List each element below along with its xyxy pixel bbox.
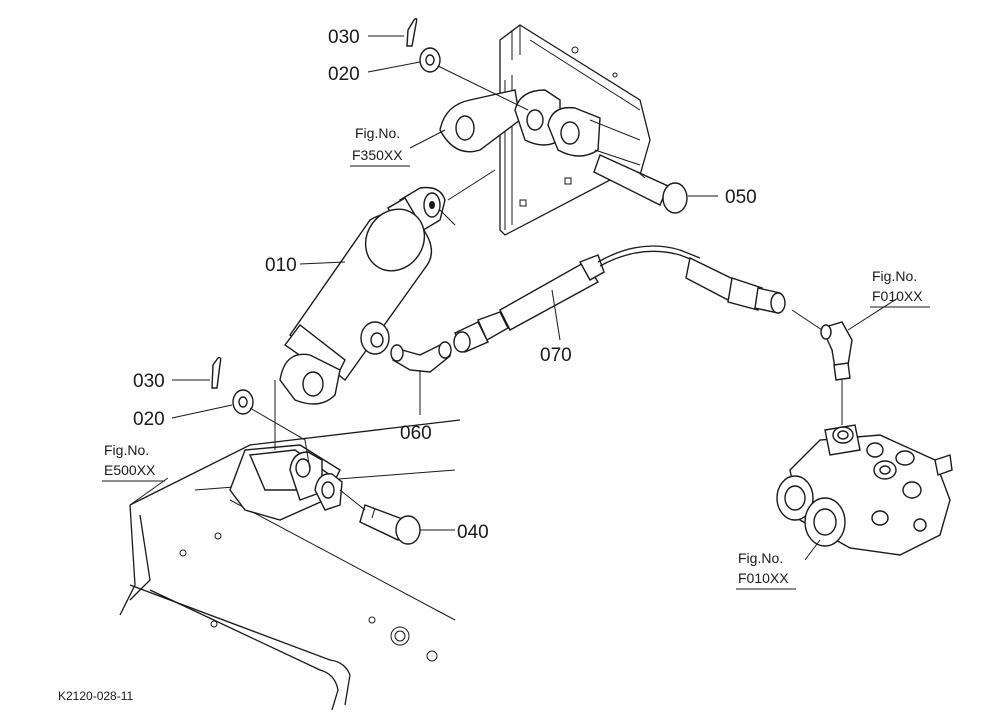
- cotter-pin-030-top: [406, 17, 418, 47]
- valve-elbow: [820, 321, 853, 381]
- callout-030-top: 030: [328, 27, 360, 48]
- callout-060: 060: [400, 423, 432, 444]
- callout-040: 040: [457, 522, 489, 543]
- washer-020-top: [419, 47, 441, 73]
- callout-020-bottom: 020: [133, 409, 165, 430]
- callout-070: 070: [540, 345, 572, 366]
- hydraulic-cylinder: [279, 186, 446, 405]
- figure-ref-e500: Fig.No. E500XX: [102, 442, 165, 482]
- washer-020-bottom: [232, 389, 254, 415]
- figure-ref-f350: Fig.No. F350XX: [350, 125, 410, 167]
- centre-lines: [249, 65, 843, 511]
- figure-ref-label: Fig.No.: [738, 550, 783, 566]
- leader-lines: [129, 35, 899, 561]
- callout-050: 050: [725, 187, 757, 208]
- lower-bracket: [119, 419, 461, 711]
- pin-050: [593, 154, 688, 214]
- drawing-code: K2120-028-11: [58, 689, 133, 703]
- pin-040: [359, 504, 421, 545]
- figure-ref-label: Fig.No.: [872, 268, 917, 284]
- callout-020-top: 020: [328, 64, 360, 85]
- cotter-pin-030-bottom: [211, 356, 222, 389]
- callout-010: 010: [265, 255, 297, 276]
- part-callouts: 030 020 010 050 070 060 030 020 040: [133, 27, 757, 543]
- upper-bracket: [439, 24, 651, 236]
- figure-ref-f010-top: Fig.No. F010XX: [870, 268, 930, 308]
- figure-ref-code: F010XX: [872, 288, 923, 304]
- elbow-fitting-060: [390, 341, 452, 373]
- figure-ref-code: E500XX: [104, 462, 156, 478]
- callout-030-bottom: 030: [133, 371, 165, 392]
- figure-ref-label: Fig.No.: [104, 442, 149, 458]
- figure-ref-code: F010XX: [738, 570, 789, 586]
- figure-ref-label: Fig.No.: [355, 125, 400, 141]
- control-valve: [776, 424, 953, 556]
- hose-070: [453, 245, 786, 353]
- figure-ref-code: F350XX: [352, 147, 403, 163]
- figure-ref-f010-bottom: Fig.No. F010XX: [736, 550, 796, 590]
